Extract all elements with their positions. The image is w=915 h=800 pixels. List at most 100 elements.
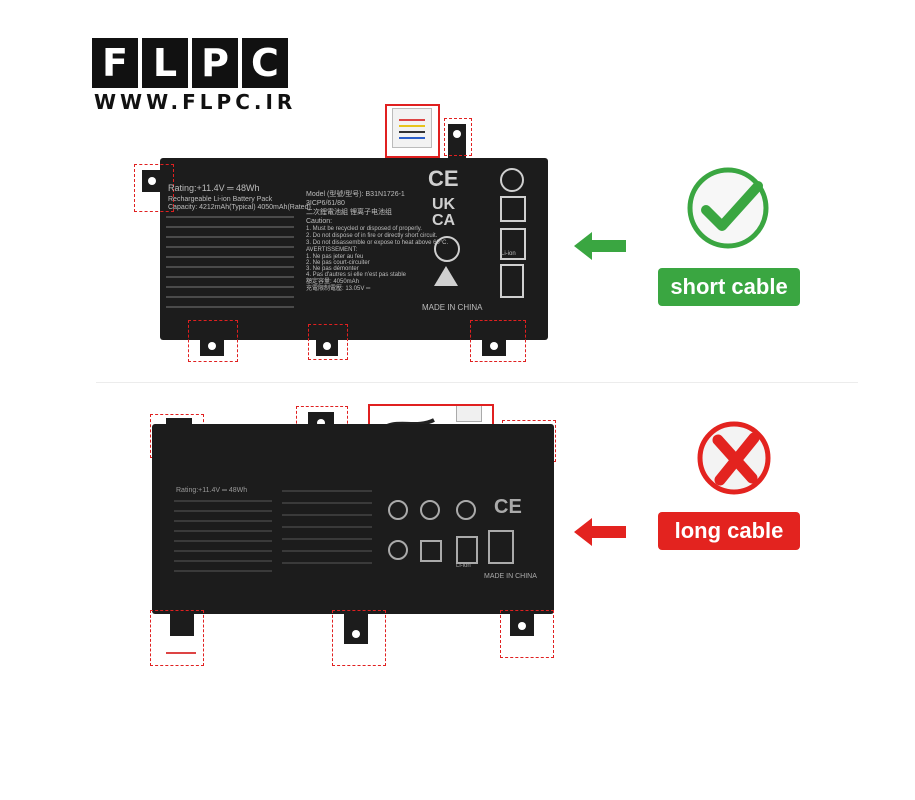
mount-tab [344,614,368,644]
text-line [174,530,272,532]
mount-tab [448,124,466,160]
logo-url: WWW.FLPC.IR [94,90,297,114]
tab-highlight [332,610,386,666]
bottom-battery-group: Rating:+11.4V ═ 48Wh CE Li-ion MADE IN C… [0,390,915,690]
text-line [174,500,272,502]
top-battery-group: Rating:+11.4V ═ 48Wh Rechargeable Li-ion… [0,0,915,380]
text-line [166,266,294,268]
mount-hole [323,342,331,350]
battery-limit-cn: 充電限制電壓: 13.05V ═ [306,286,371,292]
text-line [174,560,272,562]
battery-model: Model (型號/型号): B31N1726-1 [306,191,405,198]
green-arrow-icon [574,232,626,260]
battery-warning-fr: 1. Ne pas jeter au feu [306,254,364,260]
battery-caution: Caution: [306,218,333,225]
battery-capacity: Capacity: 4212mAh(Typical) 4050mAh(Rated… [168,204,311,211]
text-line [166,276,294,278]
section-divider [96,382,858,383]
made-in-china: MADE IN CHINA [422,303,483,312]
logo-letter: F [92,38,138,88]
text-line [166,246,294,248]
short-cable-connector [392,108,432,148]
logo-letter: C [242,38,288,88]
weee-bin-icon [500,264,524,298]
text-line [174,570,272,572]
li-ion-recycle-icon [456,536,478,564]
text-line [282,490,372,492]
long-cable-label: long cable [658,512,800,550]
text-line [166,296,294,298]
check-circle-icon [686,166,774,255]
recycle-box-icon [500,196,526,222]
plug-circle-icon [420,500,440,520]
mount-hole [490,342,498,350]
ukca-mark-bottom: CA [432,212,456,229]
ce-mark: CE [428,166,459,191]
warning-circle-icon [388,500,408,520]
text-line [174,540,272,542]
battery-warning-fr: 2. Ne pas court-circuiter [306,260,370,266]
logo-letter: L [142,38,188,88]
short-cable-label: short cable [658,268,800,306]
logo-letter: P [192,38,238,88]
mount-hole [317,419,325,427]
recycle-5-icon [456,500,476,520]
mount-hole [208,342,216,350]
battery-rating: Rating:+11.4V ═ 48Wh [168,183,260,193]
battery-body [160,158,548,340]
battery-cn: 二次鋰電池組 锂离子电池组 [306,209,392,216]
text-line [174,550,272,552]
battery-body [152,424,554,614]
mount-tab [170,614,194,636]
battery-warning-fr: 3. Ne pas démonter [306,266,359,272]
made-in-china: MADE IN CHINA [484,573,537,580]
ukca-mark-top: UK [432,196,456,213]
tab-highlight [500,610,554,658]
battery-warning-fr: 4. Pas d'autres si elle n'est pas stable [306,272,407,278]
text-line [166,306,294,308]
mount-hole [453,130,461,138]
recycle-box-icon [420,540,442,562]
text-line [282,514,372,516]
plug-circle-icon [434,236,460,262]
battery-rating: Rating:+11.4V ═ 48Wh [176,487,248,494]
text-line [166,256,294,258]
cross-circle-icon [694,418,778,503]
mount-hole [148,177,156,185]
red-arrow-icon [574,518,626,546]
target-icon [388,540,408,560]
warning-triangle-icon [434,266,458,286]
text-line [166,236,294,238]
battery-rated-cn: 額定容量: 4050mAh [306,279,360,285]
mount-hole [518,622,526,630]
li-ion-text: Li-ion [456,563,471,569]
text-line [282,550,372,552]
text-line [174,520,272,522]
tab-highlight [134,164,174,212]
tab-highlight [444,118,472,156]
ce-mark: CE [494,496,522,518]
battery-type: Rechargeable Li-ion Battery Pack [168,196,273,203]
text-line [166,226,294,228]
recycle-5-icon [500,168,524,192]
mount-hole [352,630,360,638]
battery-warning: 1. Must be recycled or disposed of prope… [306,226,422,232]
text-line [166,286,294,288]
battery-avertissement: AVERTISSEMENT: [306,247,358,253]
weee-bin-icon [488,530,514,564]
tab-highlight [308,324,348,360]
tab-highlight [470,320,526,362]
text-line [282,502,372,504]
text-line [282,526,372,528]
battery-warning: 3. Do not disassemble or expose to heat … [306,240,449,246]
li-ion-recycle-icon [500,228,526,260]
battery-cells: 3ICP6/61/80 [306,200,345,207]
text-line [282,538,372,540]
tab-highlight [188,320,238,362]
connector-highlight [385,104,440,158]
cable-wire [166,652,196,654]
text-line [166,216,294,218]
text-line [174,510,272,512]
text-line [282,562,372,564]
battery-warning: 2. Do not dispose of in fire or directly… [306,233,438,239]
